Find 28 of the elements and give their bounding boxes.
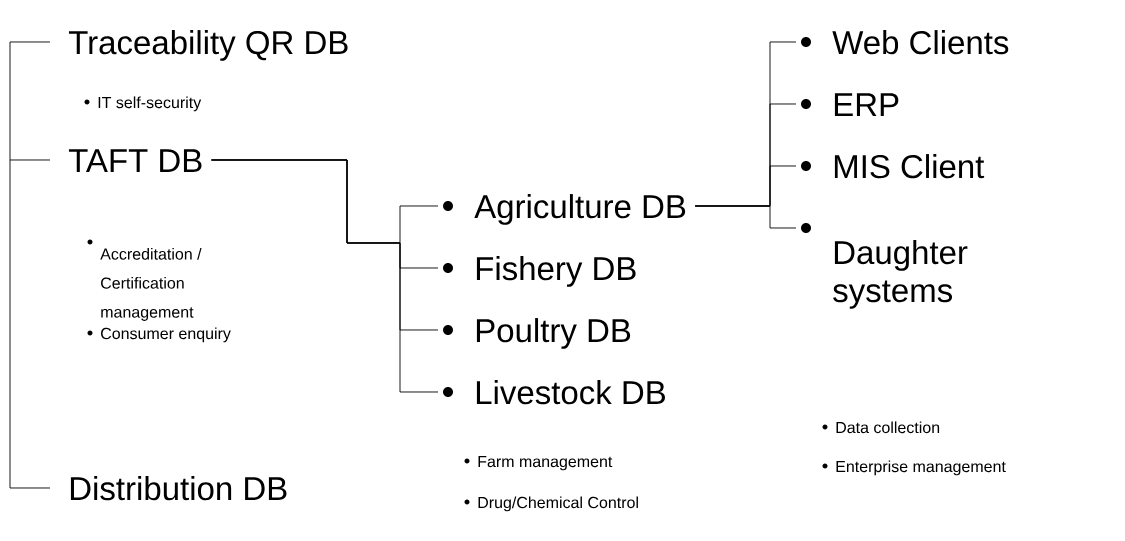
- heading-text: Traceability QR DB: [68, 30, 348, 61]
- connector-line: [9, 159, 51, 161]
- node-label: Fishery DB: [476, 256, 636, 287]
- bullet-item: ERP: [801, 93, 899, 116]
- node-label: Daughter systems: [833, 239, 968, 309]
- bullet-note: Data collection: [822, 421, 940, 434]
- bullet-note: Accreditation / Certification management: [87, 239, 202, 321]
- connector-line: [211, 159, 439, 393]
- bullet-note: Farm management: [464, 456, 613, 471]
- bullet-item: Poultry DB: [443, 318, 631, 349]
- bullet-item: Agriculture DB: [443, 194, 686, 225]
- node-label: ERP: [834, 93, 899, 116]
- heading-text: Distribution DB: [70, 476, 287, 501]
- bullet-note: IT self-security: [84, 96, 202, 112]
- heading-text: TAFT DB: [68, 149, 202, 172]
- bullet-item: Fishery DB: [443, 256, 636, 287]
- bullet-note: Drug/Chemical Control: [464, 496, 638, 512]
- bullet-item: Daughter systems: [801, 223, 968, 309]
- node-label: MIS Client: [834, 154, 985, 179]
- bullet-note: Consumer enquiry: [87, 327, 231, 343]
- connector-line: [9, 159, 51, 489]
- bullet-note: Enterprise management: [822, 460, 1006, 476]
- bullet-item: Livestock DB: [443, 380, 665, 405]
- connector-line: [9, 41, 51, 161]
- bullet-item: Web Clients: [801, 30, 1009, 55]
- bullet-item: MIS Client: [801, 154, 985, 179]
- node-label: Poultry DB: [476, 318, 631, 349]
- connector-line: [694, 205, 797, 229]
